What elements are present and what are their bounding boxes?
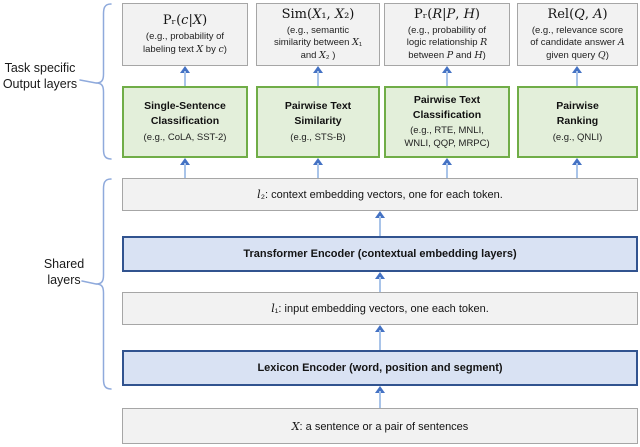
pairwise-text-similarity-box: Pairwise Text Similarity (e.g., STS-B) [256,86,380,158]
box-description: (e.g., semantic similarity between X₁ an… [273,24,363,61]
task-title: Single-Sentence Classification [144,100,226,128]
box-description: (e.g., relevance score of candidate answ… [530,24,625,61]
up-arrow-icon [374,211,386,236]
layer-label: X: a sentence or a pair of sentences [291,419,469,433]
up-arrow-icon [374,272,386,292]
pairwise-text-classification-box: Pairwise Text Classification (e.g., RTE,… [384,86,510,158]
task-examples: (e.g., STS-B) [290,131,346,143]
pr-c-given-x-output-box: Pᵣ(c|X) (e.g., probability of labeling t… [122,3,248,66]
formula-text: Rel(Q, A) [547,6,608,22]
layer-label: Transformer Encoder (contextual embeddin… [243,248,517,260]
up-arrow-icon [441,66,453,86]
task-title: Pairwise Ranking [556,100,599,128]
input-sentence-box: X: a sentence or a pair of sentences [122,408,638,444]
formula-text: Pᵣ(c|X) [162,12,208,28]
l1-input-embedding-box: l₁: input embedding vectors, one each to… [122,292,638,325]
l2-context-embedding-box: l₂: context embedding vectors, one for e… [122,178,638,211]
layer-label: l₁: input embedding vectors, one each to… [271,302,489,315]
up-arrow-icon [571,66,583,86]
task-title: Pairwise Text Similarity [284,100,352,128]
box-description: (e.g., probability of logic relationship… [406,24,488,61]
task-examples: (e.g., QNLI) [552,131,603,143]
up-arrow-icon [179,66,191,86]
up-arrow-icon [374,386,386,408]
box-description: (e.g., probability of labeling text X by… [143,30,227,55]
lexicon-encoder-box: Lexicon Encoder (word, position and segm… [122,350,638,386]
pr-r-given-p-h-output-box: Pᵣ(R|P, H) (e.g., probability of logic r… [384,3,510,66]
layer-label: Lexicon Encoder (word, position and segm… [257,362,503,374]
layer-label: l₂: context embedding vectors, one for e… [257,188,503,201]
pairwise-ranking-box: Pairwise Ranking (e.g., QNLI) [517,86,638,158]
up-arrow-icon [571,158,583,178]
single-sentence-classification-box: Single-Sentence Classification (e.g., Co… [122,86,248,158]
task-title: Pairwise Text Classification [412,94,482,121]
up-arrow-icon [374,325,386,350]
task-specific-output-layers-label: Task specific Output layers [2,61,78,91]
formula-text: Sim(X₁, X₂) [281,6,355,22]
up-arrow-icon [441,158,453,178]
rel-q-a-output-box: Rel(Q, A) (e.g., relevance score of cand… [517,3,638,66]
formula-text: Pᵣ(R|P, H) [414,6,480,22]
task-specific-brace [79,3,112,160]
up-arrow-icon [312,66,324,86]
transformer-encoder-box: Transformer Encoder (contextual embeddin… [122,236,638,272]
up-arrow-icon [179,158,191,178]
sim-x1-x2-output-box: Sim(X₁, X₂) (e.g., semantic similarity b… [256,3,380,66]
task-examples: (e.g., RTE, MNLI, WNLI, QQP, MRPC) [404,125,490,150]
shared-layers-label: Shared layers [43,257,85,287]
task-examples: (e.g., CoLA, SST-2) [143,131,227,143]
up-arrow-icon [312,158,324,178]
